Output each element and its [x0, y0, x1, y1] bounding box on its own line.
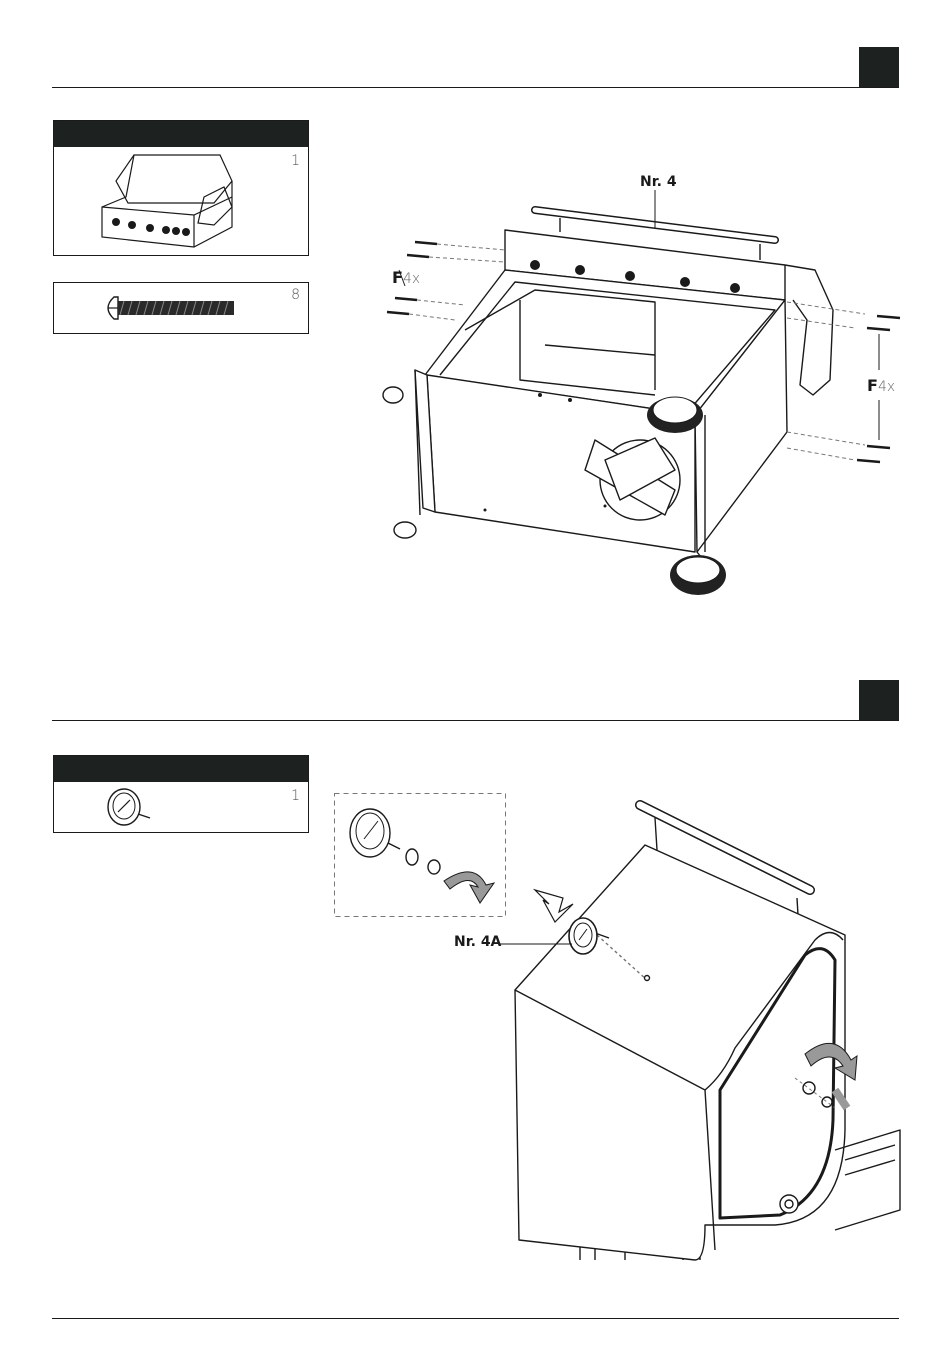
fastener-letter: F — [392, 268, 403, 287]
parts-box-header — [54, 756, 308, 782]
fastener-count: 4x — [403, 271, 420, 287]
fastener-callout-left: F4x — [392, 268, 420, 287]
parts-box-thermometer: 1 — [53, 755, 309, 833]
footer-rule — [52, 1318, 899, 1319]
thermometer-detail-inset — [334, 793, 506, 917]
parts-box-header — [54, 121, 308, 147]
fastener-count: 4x — [878, 379, 895, 395]
cart-assembly-illustration — [375, 170, 935, 610]
grill-hood-illustration — [505, 790, 905, 1260]
fastener-letter: F — [867, 376, 878, 395]
nr4a-leader-line — [500, 942, 580, 946]
step1-badge — [859, 47, 899, 87]
grill-head-icon — [54, 147, 308, 255]
callout-nr4: Nr. 4 — [640, 174, 677, 190]
step2-header-rule — [52, 720, 899, 721]
callout-nr4a: Nr. 4A — [454, 934, 501, 950]
fastener-callout-right: F4x — [867, 376, 895, 395]
thermometer-icon — [54, 782, 308, 832]
screw-icon — [54, 283, 308, 333]
parts-box-grill-head: 1 — [53, 120, 309, 256]
step2-badge — [859, 680, 899, 720]
step1-header-rule — [52, 87, 899, 88]
parts-box-screws: 8 — [53, 282, 309, 334]
